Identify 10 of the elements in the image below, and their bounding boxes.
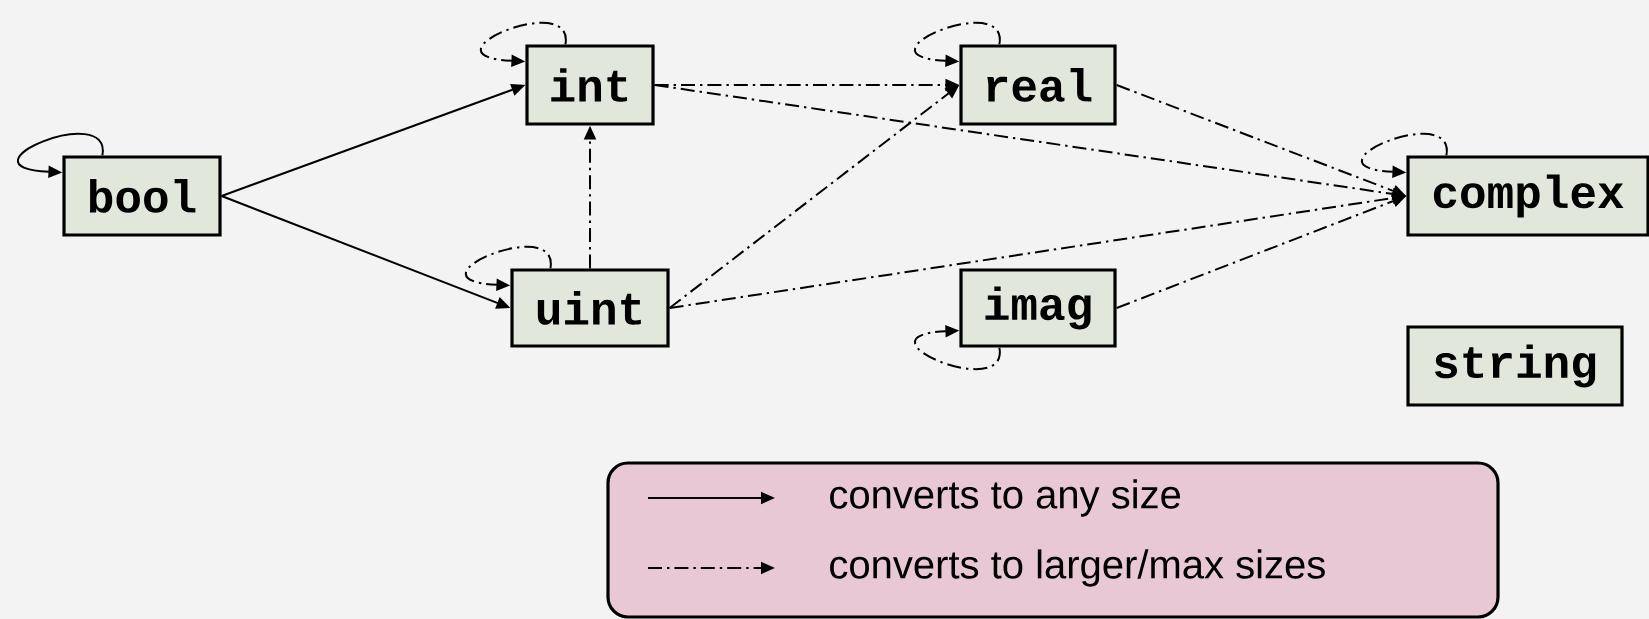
- type-box: string: [1406, 325, 1624, 407]
- type-box: imag: [959, 268, 1117, 348]
- type-box: bool: [62, 155, 222, 237]
- type-box: real: [959, 44, 1117, 126]
- legend-text: converts to any size: [830, 479, 1181, 517]
- type-box: complex: [1406, 155, 1649, 237]
- loop-arrow: [913, 324, 1001, 370]
- type-box: int: [525, 44, 655, 126]
- legend-text: converts to larger/max sizes: [830, 549, 1325, 587]
- type-box: uint: [510, 268, 670, 348]
